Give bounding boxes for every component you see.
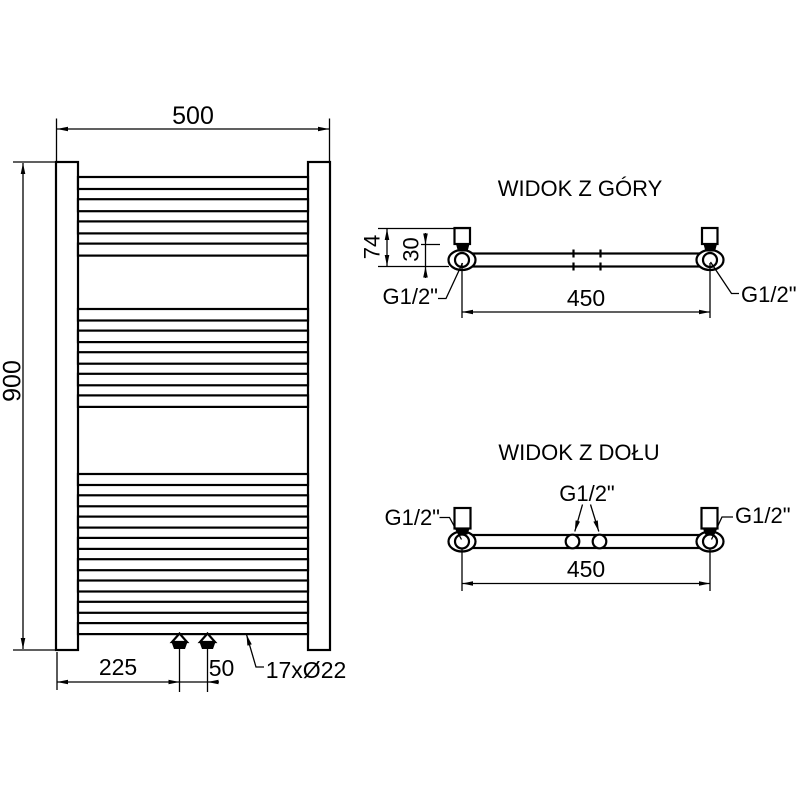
bottom-valve-right — [197, 631, 218, 649]
right-collector-tube — [306, 160, 332, 652]
thread-label: G1/2" — [741, 282, 797, 307]
center-connection-port — [564, 533, 581, 550]
radiator-rung — [76, 307, 310, 322]
radiator-rung — [76, 472, 310, 487]
left-collector-tube — [54, 160, 80, 652]
bottom-center-thread-callout: G1/2" — [559, 481, 615, 532]
dimension-height-900: 900 — [0, 161, 57, 651]
radiator-rung — [76, 600, 310, 614]
dim-depth-label: 74 — [360, 235, 385, 259]
thread-label: G1/2" — [559, 481, 615, 506]
top-view-valve-right — [700, 226, 719, 252]
dimension-top-spacing-450: 450 — [461, 263, 711, 318]
radiator-rungs — [76, 175, 310, 636]
dimension-width-500: 500 — [55, 102, 331, 161]
radiator-rung — [76, 372, 310, 387]
radiator-rung — [76, 536, 310, 551]
top-view-bar — [460, 252, 712, 268]
dimension-bottom-offsets: 225 50 — [56, 649, 235, 692]
radiator-rung — [76, 494, 310, 508]
radiator-rung — [76, 242, 310, 257]
center-connection-port — [591, 533, 608, 550]
dim-pipe-offset-label: 30 — [399, 237, 424, 261]
thread-label: G1/2" — [384, 505, 440, 530]
front-view: 500 900 225 50 17xØ22 — [0, 102, 346, 692]
dim-bottom-spacing-label: 450 — [567, 556, 605, 582]
dim-height-label: 900 — [0, 360, 27, 402]
bottom-view-valve-right — [700, 506, 719, 535]
radiator-rung — [76, 621, 310, 636]
dimension-pipe-offset-30: 30 — [399, 233, 440, 278]
right-connection-port — [701, 533, 719, 550]
dim-valve-spacing-label: 50 — [209, 655, 235, 681]
bottom-left-thread-callout: G1/2" — [384, 505, 463, 540]
tube-count-label: 17xØ22 — [266, 657, 347, 683]
dim-offset-label: 225 — [99, 654, 137, 680]
thread-label: G1/2" — [382, 284, 438, 309]
top-right-thread-callout: G1/2" — [709, 261, 797, 307]
thread-label: G1/2" — [735, 503, 791, 528]
radiator-rung — [76, 198, 310, 213]
dim-width-label: 500 — [172, 102, 214, 130]
bottom-valve-left — [169, 631, 190, 649]
dimension-bottom-spacing-450: 450 — [461, 549, 711, 591]
radiator-rung — [76, 220, 310, 235]
top-view-title: WIDOK Z GÓRY — [498, 176, 663, 201]
dimension-depth-74: 74 — [360, 227, 470, 268]
radiator-rung — [76, 329, 310, 344]
radiator-rung — [76, 515, 310, 529]
top-left-thread-callout: G1/2" — [382, 262, 464, 309]
top-view-valve-left — [453, 226, 472, 252]
bottom-view-bar — [460, 533, 712, 550]
tube-count-callout: 17xØ22 — [245, 634, 347, 683]
radiator-rung — [76, 579, 310, 593]
bottom-right-thread-callout: G1/2" — [710, 503, 791, 540]
bottom-view-valve-left — [453, 506, 472, 535]
radiator-rung — [76, 175, 310, 191]
bottom-view: WIDOK Z DOŁU G1/2" G1/2" G1/2" — [384, 440, 791, 591]
left-connection-port — [453, 533, 471, 550]
bottom-view-title: WIDOK Z DOŁU — [498, 440, 659, 465]
dim-top-spacing-label: 450 — [567, 285, 605, 311]
radiator-rung — [76, 558, 310, 572]
radiator-rung — [76, 351, 310, 365]
top-view: WIDOK Z GÓRY 74 — [360, 176, 797, 318]
radiator-rung — [76, 394, 310, 408]
